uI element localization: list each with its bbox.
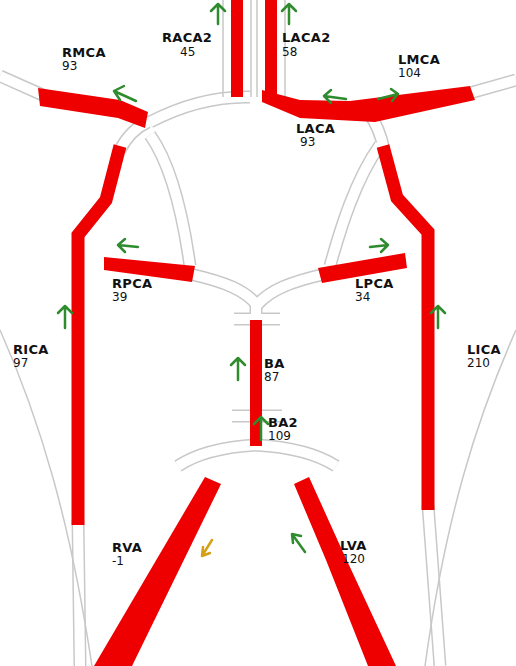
- vessel-outline: [257, 274, 325, 305]
- vessel-name: LACA2: [282, 30, 331, 45]
- vessel-outline: [470, 80, 516, 93]
- flow-value: 93: [300, 135, 315, 149]
- vessel-name: LMCA: [398, 52, 440, 67]
- vessel-name: LPCA: [355, 276, 394, 291]
- outer-contour: [223, 0, 285, 97]
- reverse-flow-arrow: [202, 540, 212, 556]
- flow-value: 210: [467, 356, 490, 370]
- flow-value: 120: [342, 552, 365, 566]
- flow-value: 87: [264, 370, 279, 384]
- flow-arrow: [114, 86, 136, 101]
- flow-value: 34: [355, 290, 370, 304]
- flow-value: 97: [13, 356, 28, 370]
- vessel-name: RMCA: [62, 45, 106, 60]
- vessel-name: LVA: [340, 538, 367, 553]
- vessel-outline: [0, 76, 45, 96]
- vessel-segment: [262, 86, 475, 122]
- flow-arrow: [282, 4, 296, 24]
- flow-arrow: [324, 90, 346, 103]
- flow-arrow: [370, 239, 388, 252]
- vessel-lumen: [470, 80, 516, 93]
- flow-value: 39: [112, 290, 127, 304]
- vessel-lumen: [0, 76, 45, 96]
- vessel-segment: [38, 88, 148, 128]
- vessel-segment: [294, 477, 396, 666]
- vessel-outline: [178, 445, 336, 466]
- flow-arrow: [378, 89, 398, 101]
- flow-arrow: [118, 239, 138, 252]
- flow-value: 58: [282, 45, 297, 59]
- flow-value: -1: [112, 554, 124, 568]
- vessel-name: BA: [264, 356, 285, 371]
- vessel-name: BA2: [268, 415, 298, 430]
- vessel-outline: [150, 135, 190, 266]
- vessel-name: LACA: [296, 121, 335, 136]
- flow-arrow: [211, 4, 225, 24]
- outer-contour: [425, 330, 516, 666]
- flow-value: 109: [268, 429, 291, 443]
- flow-value: 45: [180, 45, 195, 59]
- vessel-lumen: [257, 274, 325, 305]
- flow-value: 93: [62, 59, 77, 73]
- vessel-name: RPCA: [112, 276, 152, 291]
- vessel-name: RVA: [112, 540, 142, 555]
- vessel-segment: [94, 477, 221, 666]
- vessel-segment: [265, 0, 277, 97]
- vessel-name: RICA: [13, 342, 49, 357]
- vessel-lumen: [178, 445, 336, 466]
- flow-value: 104: [398, 66, 421, 80]
- flow-arrow: [58, 306, 72, 328]
- vessel-outline: [150, 97, 250, 122]
- flow-arrow: [431, 306, 445, 328]
- vessel-lumen: [150, 135, 190, 266]
- vessel-name: LICA: [467, 342, 501, 357]
- flow-arrow: [254, 417, 268, 440]
- flow-arrow: [231, 358, 245, 380]
- flow-arrow: [292, 534, 305, 552]
- vessel-segment: [78, 146, 120, 525]
- vessel-segment: [383, 146, 428, 510]
- vessel-segment: [231, 0, 243, 97]
- vessel-lumen: [190, 274, 257, 305]
- vessel-outline: [190, 274, 257, 305]
- vessel-lumen: [150, 97, 250, 122]
- vessel-name: RACA2: [162, 30, 212, 45]
